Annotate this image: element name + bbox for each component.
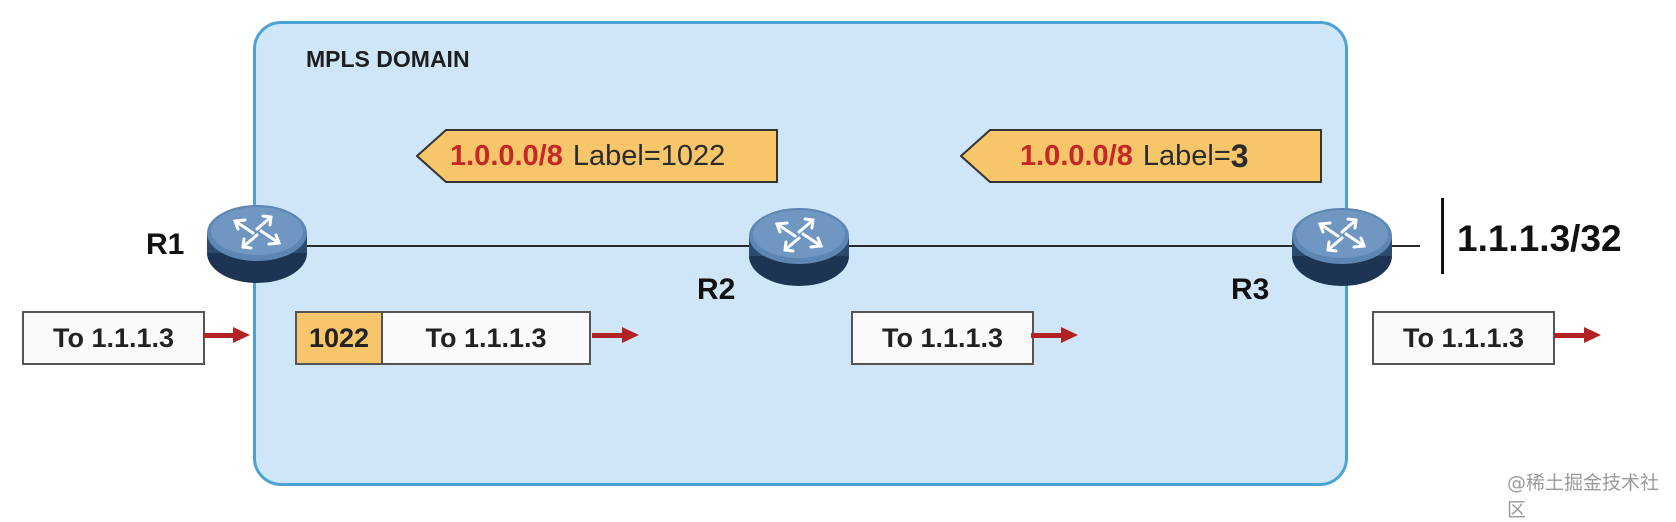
mpls-label: 1022 — [297, 313, 383, 363]
destination-prefix-label: 1.1.1.3/32 — [1457, 218, 1622, 259]
watermark: @稀土掘金技术社区 — [1507, 472, 1660, 521]
advertised-prefix: 1.0.0.0/8 — [450, 139, 563, 172]
packet-labeled-1022: 1022 To 1.1.1.3 — [295, 311, 591, 365]
domain-title: MPLS DOMAIN — [306, 46, 470, 72]
forward-arrow-icon — [1554, 327, 1601, 343]
packet-ingress: To 1.1.1.3 — [22, 311, 205, 365]
advertised-prefix: 1.0.0.0/8 — [1020, 139, 1133, 172]
label-value: 1022 — [660, 139, 726, 172]
packet-payload: To 1.1.1.3 — [1402, 322, 1525, 353]
forward-arrow-icon — [592, 327, 639, 343]
router-r1-label: R1 — [146, 228, 185, 261]
packet-payload: To 1.1.1.3 — [881, 322, 1004, 353]
router-r1-icon[interactable] — [205, 203, 309, 289]
label-advertisement-r3-to-r2: 1.0.0.0/8 Label=3 — [960, 129, 1322, 183]
destination-network-marker — [1441, 198, 1444, 274]
label-advertisement-r2-to-r1: 1.0.0.0/8 Label=1022 — [416, 129, 778, 183]
packet-payload: To 1.1.1.3 — [425, 322, 547, 353]
forward-arrow-icon — [1031, 327, 1078, 343]
label-value: 3 — [1230, 137, 1249, 174]
packet-payload: To 1.1.1.3 — [52, 322, 175, 353]
router-r2-icon[interactable] — [747, 206, 851, 292]
packet-egress: To 1.1.1.3 — [1372, 311, 1555, 365]
packet-after-pop: To 1.1.1.3 — [851, 311, 1034, 365]
router-r2-label: R2 — [697, 273, 736, 306]
forward-arrow-icon — [203, 327, 250, 343]
label-text: Label= — [1142, 139, 1231, 172]
label-text: Label= — [572, 139, 661, 172]
router-r3-label: R3 — [1231, 273, 1270, 306]
router-r3-icon[interactable] — [1290, 206, 1394, 292]
